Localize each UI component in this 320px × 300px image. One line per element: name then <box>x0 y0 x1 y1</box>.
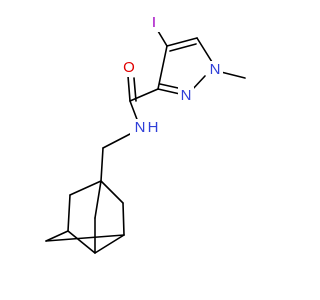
bond-ch2-bridgehead <box>100 147 104 182</box>
iodine-atom: I <box>148 14 160 32</box>
bond-ad-1 <box>69 180 102 196</box>
bonds <box>45 25 246 254</box>
bond-n1-methyl <box>220 71 246 79</box>
ring-nitrogen-methyl: N <box>207 61 223 79</box>
bond-n2-c3-double <box>159 83 179 89</box>
bond-ad-2 <box>100 180 124 204</box>
amide-hydrogen-label: H <box>148 119 159 136</box>
bond-ad-9 <box>45 230 69 242</box>
bond-carbonyl-o-double <box>133 77 137 102</box>
bond-n2-c3 <box>157 88 181 95</box>
oxygen-atom: O <box>121 59 137 77</box>
bond-c5-n1 <box>196 37 213 63</box>
ring-nitrogen-2-label: N <box>181 87 192 104</box>
oxygen-label: O <box>123 59 135 76</box>
bond-ad-4 <box>67 194 71 232</box>
atom-labels: I O N N N H <box>121 14 223 137</box>
amide-nitrogen-label: N <box>135 119 146 136</box>
bond-ad-8 <box>67 230 96 254</box>
iodine-label: I <box>152 14 156 31</box>
molecule-structure: I O N N N H <box>45 14 246 254</box>
bond-ad-3 <box>94 180 102 219</box>
bond-carbonyl-o <box>127 75 131 102</box>
ring-nitrogen-1-label: N <box>210 61 221 78</box>
bond-n-ch2 <box>102 133 131 149</box>
ring-nitrogen-2: N <box>178 87 194 105</box>
bond-ad-5 <box>122 202 125 236</box>
bond-c4-c5-double <box>169 43 197 52</box>
bond-ad-10 <box>45 234 125 242</box>
bond-carbonyl-n <box>129 100 139 123</box>
amide-nitrogen: N H <box>130 119 162 137</box>
bond-c4-c5 <box>166 37 198 47</box>
bond-ad-7 <box>94 234 125 254</box>
bond-c3-carbonyl <box>129 88 159 102</box>
bond-c3-c4 <box>157 45 168 90</box>
